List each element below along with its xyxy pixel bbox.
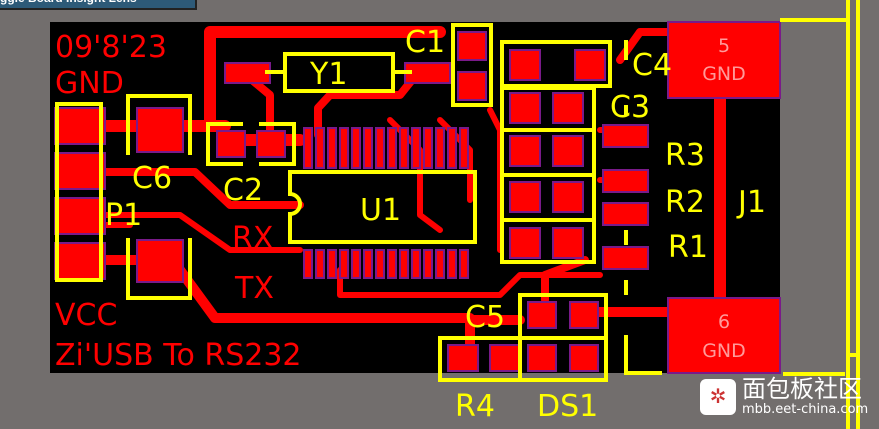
p1-outline — [55, 102, 103, 282]
u1-pin — [423, 127, 433, 169]
designator-p1: P1 — [105, 198, 142, 233]
designator-c6: C6 — [132, 161, 172, 196]
u1-pin — [363, 249, 373, 279]
designator-y1: Y1 — [309, 57, 347, 92]
u1-pin — [375, 249, 385, 279]
u1-pin — [327, 249, 337, 279]
u1-pin — [339, 249, 349, 279]
designator-j1: J1 — [736, 185, 766, 220]
u1-pin — [447, 249, 457, 279]
date-text: 09'8'23 — [55, 30, 167, 65]
vcc-text: VCC — [55, 298, 117, 333]
designator-r3: R3 — [665, 138, 705, 173]
watermark: ✲ 面包板社区 mbb.eet-china.com — [700, 376, 868, 417]
p1-pads — [54, 107, 106, 280]
cap-array — [500, 40, 612, 264]
c6b-outline — [126, 238, 192, 300]
pad5-number: 5 — [718, 35, 730, 57]
u1-pin — [303, 249, 313, 279]
watermark-name: 面包板社区 — [742, 375, 862, 403]
u1-outline — [288, 170, 477, 244]
u1-pin — [399, 249, 409, 279]
c6-pad — [136, 107, 184, 153]
designator-c2: C2 — [223, 173, 263, 208]
u1-pin — [459, 249, 469, 279]
u1-pin — [327, 127, 337, 169]
gnd-text: GND — [55, 66, 124, 101]
u1-pin — [423, 249, 433, 279]
j1-pad-6 — [667, 297, 781, 374]
u1-pin — [387, 249, 397, 279]
u1-pin — [303, 127, 313, 169]
board-title-text: Zi'USB To RS232 — [55, 338, 302, 373]
u1-pins — [303, 127, 469, 279]
u1-pin — [411, 127, 421, 169]
u1-pin — [315, 127, 325, 169]
r-outline — [624, 40, 662, 375]
ds1-r4-outline — [438, 336, 608, 382]
designator-c1: C1 — [405, 25, 445, 60]
c6b-pad — [136, 239, 184, 283]
u1-pin — [339, 127, 349, 169]
designator-ds1: DS1 — [537, 389, 598, 424]
j1-outline — [780, 0, 860, 429]
watermark-logo-icon: ✲ — [700, 378, 736, 415]
tx-text: TX — [234, 271, 274, 306]
watermark-url: mbb.eet-china.com — [742, 402, 869, 417]
u1-pin — [375, 127, 385, 169]
designator-r4: R4 — [455, 389, 495, 424]
pad6-net: GND — [702, 340, 746, 362]
designator-r1: R1 — [668, 230, 708, 265]
u1-pin — [459, 127, 469, 169]
u1-pin — [411, 249, 421, 279]
c2-outline — [206, 122, 296, 166]
c1-outline — [451, 23, 493, 107]
u1-pin — [351, 127, 361, 169]
u1-pin — [435, 127, 445, 169]
u1-pin — [399, 127, 409, 169]
u1-pin — [447, 127, 457, 169]
pad5-net: GND — [702, 63, 746, 85]
rx-text: RX — [232, 221, 273, 256]
board-insight-banner[interactable]: ggle Board Insight Lens — [0, 0, 197, 10]
designator-c3: C3 — [610, 90, 650, 125]
c6-outline — [126, 94, 192, 155]
u1-pin — [315, 249, 325, 279]
u1-pin — [435, 249, 445, 279]
designator-r2: R2 — [665, 185, 705, 220]
u1-pin — [387, 127, 397, 169]
u1-pin — [363, 127, 373, 169]
j1-pad-5 — [667, 21, 781, 99]
designator-u1: U1 — [360, 193, 401, 228]
designator-c5: C5 — [465, 300, 505, 335]
pad6-number: 6 — [718, 311, 730, 333]
designator-c4: C4 — [632, 48, 672, 83]
u1-pin — [351, 249, 361, 279]
